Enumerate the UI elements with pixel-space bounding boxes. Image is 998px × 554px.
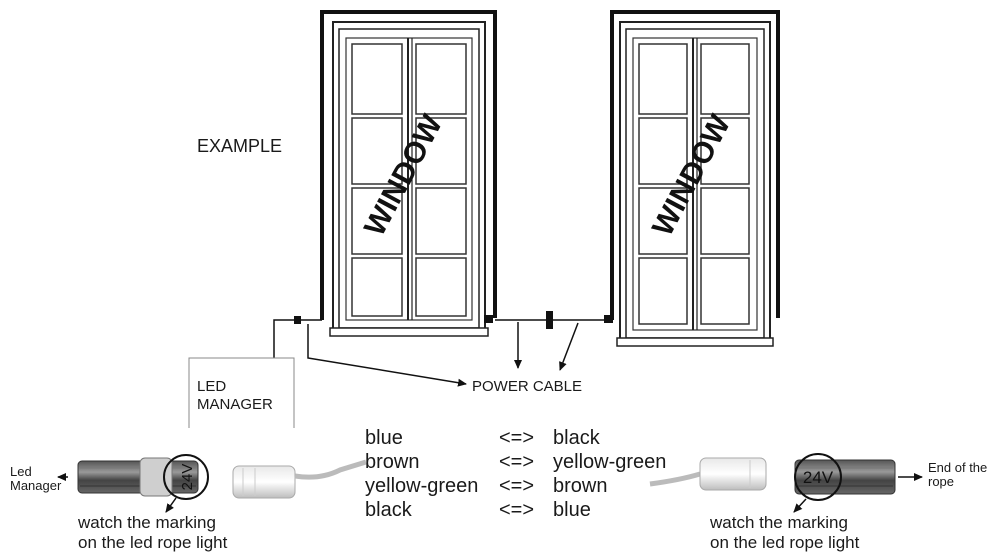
wire-to: black [553,427,600,449]
wire-to: brown [553,475,608,497]
wire-row: brown <=> yellow-green [365,450,666,474]
wire-from: brown [365,451,420,473]
led-manager-line2: MANAGER [197,396,273,413]
rope-right: 24V [793,453,923,513]
watch-right-line1: watch the marking [710,513,848,532]
led-manager-small-line1: Led [10,464,32,479]
plug-left [232,459,367,499]
watch-right-line2: on the led rope light [710,533,860,552]
marking-circle-right [794,453,842,501]
led-rope-right [610,10,780,320]
wire-color-table: blue <=> black brown <=> yellow-green ye… [365,426,666,522]
window-left: WINDOW [320,10,497,337]
example-label: EXAMPLE [197,136,283,156]
watch-left-line1: watch the marking [78,513,216,532]
marking-arrow-left [165,497,177,513]
end-of-rope-line2: rope [928,474,955,489]
wire-symbol: <=> [499,499,535,521]
connector-left [294,316,301,324]
marking-arrow-right [793,498,807,513]
connector-middle [546,311,553,329]
marking-circle-left [163,454,209,500]
manager-cable [273,319,322,358]
plug-right [649,457,767,491]
led-manager-box [188,357,295,428]
connector-mid-right [604,315,613,323]
window-right: WINDOW [610,10,780,347]
wire-symbol: <=> [499,427,535,449]
cables [273,311,613,387]
wire-symbol: <=> [499,475,535,497]
led-manager-small-line2: Manager [10,478,62,493]
power-arrow-1 [307,324,467,387]
connector-mid-left [484,315,493,323]
wire-row: blue <=> black [365,426,666,450]
wire-symbol: <=> [499,451,535,473]
wire-from: black [365,499,412,521]
rope-left: 24V [57,454,209,513]
wire-from: blue [365,427,403,449]
wire-row: black <=> blue [365,498,666,522]
led-manager-line1: LED [197,378,227,395]
watch-left-line2: on the led rope light [78,533,228,552]
wire-to: blue [553,499,591,521]
led-rope-left [320,10,497,320]
watch-note-left: watch the marking on the led rope light [78,513,227,553]
power-cable-label: POWER CABLE [472,378,583,395]
power-arrow-3 [559,322,579,371]
watch-note-right: watch the marking on the led rope light [710,513,859,553]
end-of-rope-label: End of the rope [928,461,987,489]
wire-to: yellow-green [553,451,667,473]
end-of-rope-line1: End of the [928,460,988,475]
wire-row: yellow-green <=> brown [365,474,666,498]
marking-right: 24V [803,468,834,487]
marking-left: 24V [179,464,196,491]
wire-from: yellow-green [365,475,479,497]
led-manager-small-label: Led Manager [10,465,61,493]
led-manager-label: LED MANAGER [197,378,273,414]
